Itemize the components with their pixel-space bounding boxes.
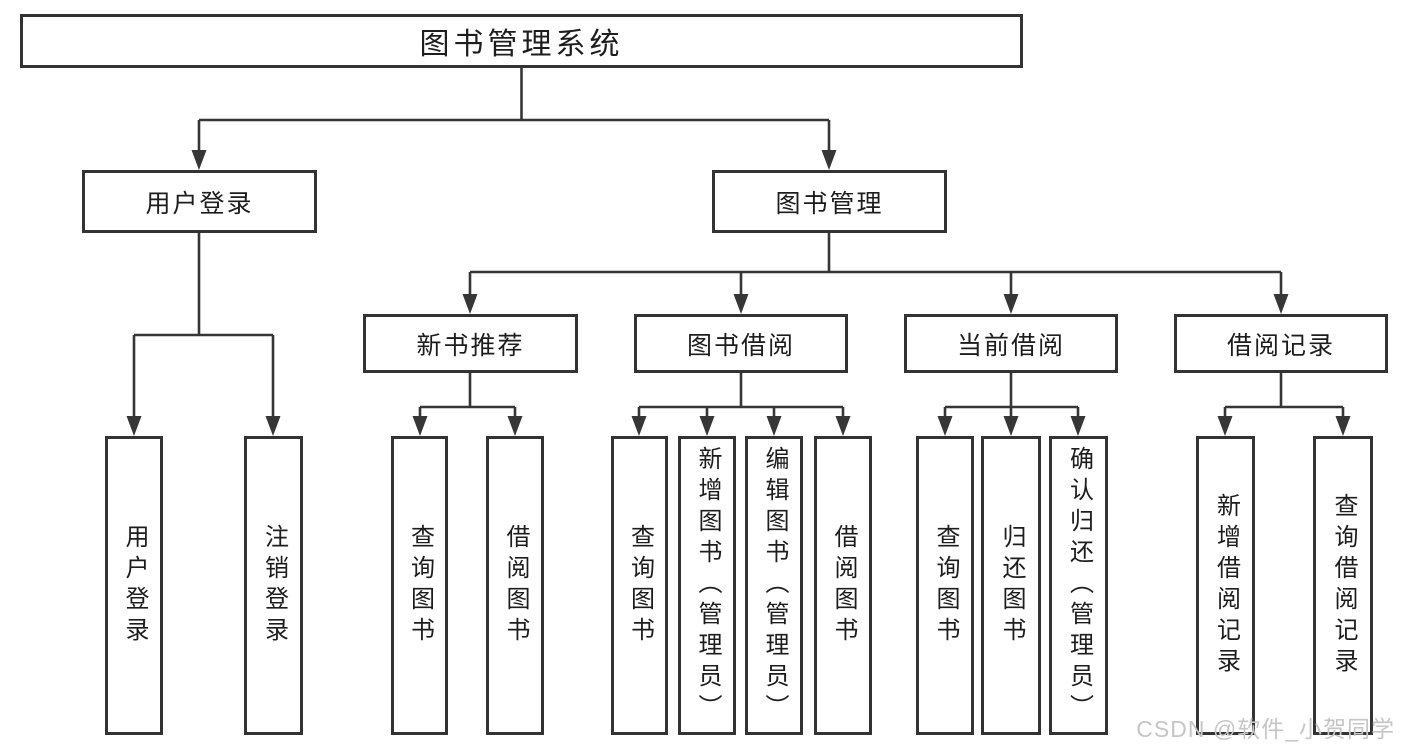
arrowhead-icon (126, 416, 142, 436)
arrowhead-icon (412, 416, 428, 436)
node-book-management: 图书管理 (712, 170, 947, 233)
leaf-confirm-return-admin: 确认归还（管理员） (1049, 436, 1108, 735)
leaf-query-books-borrow: 查询图书 (611, 436, 668, 735)
arrowhead-icon (265, 416, 281, 436)
arrowhead-icon (1217, 416, 1233, 436)
leaf-add-books-admin: 新增图书（管理员） (678, 436, 736, 735)
arrowheads (126, 150, 1351, 436)
leaf-user-login: 用户登录 (105, 436, 163, 735)
arrowhead-icon (733, 294, 749, 314)
node-borrow-records: 借阅记录 (1174, 314, 1388, 373)
leaf-query-borrow-record: 查询借阅记录 (1313, 436, 1373, 735)
arrowhead-icon (835, 416, 851, 436)
leaf-return-books: 归还图书 (981, 436, 1041, 735)
leaf-query-books-recommend: 查询图书 (391, 436, 448, 735)
node-library-system: 图书管理系统 (20, 14, 1023, 68)
leaf-logout: 注销登录 (244, 436, 303, 735)
arrowhead-icon (507, 416, 523, 436)
connector-root-to-level2 (197, 68, 831, 152)
leaf-add-borrow-record: 新增借阅记录 (1196, 436, 1255, 735)
arrowhead-icon (766, 416, 782, 436)
arrowhead-icon (1003, 416, 1019, 436)
node-user-login: 用户登录 (82, 170, 317, 233)
leaf-borrow-books-recommend: 借阅图书 (486, 436, 544, 735)
arrowhead-icon (1070, 416, 1086, 436)
leaf-edit-books-admin: 编辑图书（管理员） (745, 436, 803, 735)
arrowhead-icon (462, 294, 478, 314)
connector-newbook-to-leaves (418, 373, 517, 418)
arrowhead-icon (821, 150, 837, 170)
connector-userlogin-to-leaves (132, 233, 275, 418)
connector-bookmgmt-to-level3 (468, 233, 1283, 296)
connector-records-to-leaves (1223, 373, 1345, 418)
connector-current-to-leaves (943, 373, 1080, 418)
arrowhead-icon (1335, 416, 1351, 436)
arrowhead-icon (631, 416, 647, 436)
node-book-borrow: 图书借阅 (634, 314, 848, 373)
arrowhead-icon (1003, 294, 1019, 314)
csdn-watermark: CSDN @软件_小贺同学 (1136, 716, 1395, 742)
arrowhead-icon (191, 150, 207, 170)
connector-borrow-to-leaves (637, 373, 845, 418)
arrowhead-icon (1273, 294, 1289, 314)
leaf-borrow-books: 借阅图书 (814, 436, 872, 735)
leaf-query-books-current: 查询图书 (916, 436, 974, 735)
arrowhead-icon (937, 416, 953, 436)
arrowhead-icon (699, 416, 715, 436)
node-current-borrow: 当前借阅 (904, 314, 1118, 373)
node-new-book-recommend: 新书推荐 (363, 314, 578, 373)
